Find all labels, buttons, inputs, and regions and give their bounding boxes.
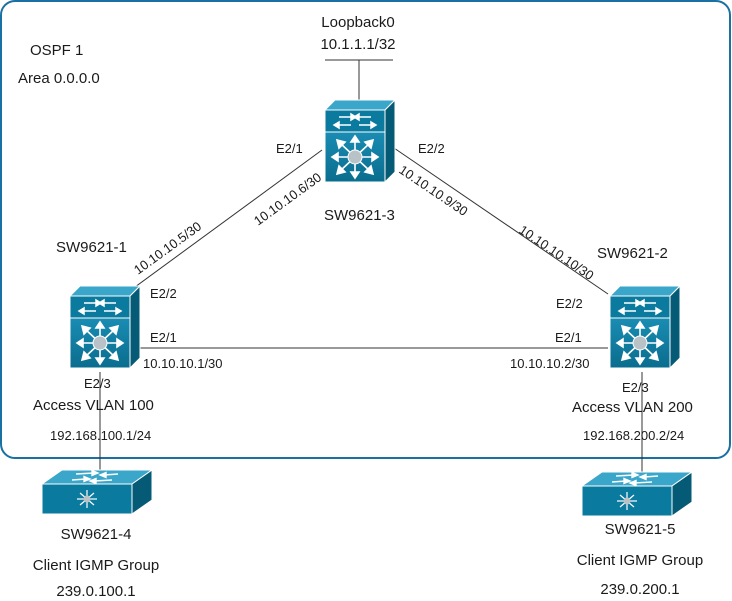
- sw9621-1-port-right: E2/1: [150, 330, 177, 345]
- sw9621-5-group: 239.0.200.1: [600, 581, 679, 598]
- sw9621-4-name: SW9621-4: [61, 526, 132, 543]
- sw9621-1-port-down: E2/3: [84, 376, 111, 391]
- sw9621-2-name: SW9621-2: [597, 245, 668, 262]
- sw9621-5-layer2-switch-icon: [581, 471, 693, 517]
- sw9621-1-port-up: E2/2: [150, 286, 177, 301]
- sw9621-1-ip-right: 10.10.10.1/30: [143, 356, 223, 371]
- sw9621-3-port-left: E2/1: [276, 141, 303, 156]
- sw9621-2-port-down: E2/3: [622, 380, 649, 395]
- link-sw3-sw2: [393, 147, 609, 295]
- link-sw1-sw3: [119, 149, 323, 299]
- sw9621-1-nexus-switch-icon: [69, 285, 141, 369]
- sw9621-2-nexus-switch-icon: [609, 285, 681, 369]
- sw9621-4-role: Client IGMP Group: [33, 557, 159, 574]
- sw9621-3-ip-left: 10.10.10.6/30: [251, 170, 324, 229]
- sw9621-3-ip-right: 10.10.10.9/30: [396, 162, 470, 219]
- sw9621-2-port-left: E2/1: [555, 330, 582, 345]
- sw9621-1-ip-up: 10.10.10.5/30: [131, 219, 204, 278]
- ospf-area-boundary: [0, 0, 731, 459]
- sw9621-1-name: SW9621-1: [56, 239, 127, 256]
- sw9621-1-vlan: Access VLAN 100: [33, 397, 154, 414]
- ospf-process-label: OSPF 1: [30, 42, 83, 59]
- sw9621-3-port-right: E2/2: [418, 141, 445, 156]
- loopback-name: Loopback0: [321, 14, 394, 31]
- sw9621-5-name: SW9621-5: [605, 521, 676, 538]
- sw9621-2-vlan: Access VLAN 200: [572, 399, 693, 416]
- loopback-address: 10.1.1.1/32: [320, 36, 395, 53]
- sw9621-2-ip-up: 10.10.10.10/30: [516, 222, 596, 283]
- sw9621-4-layer2-switch-icon: [41, 469, 153, 515]
- sw9621-2-port-up: E2/2: [556, 296, 583, 311]
- sw9621-3-name: SW9621-3: [324, 207, 395, 224]
- sw9621-3-nexus-switch-icon: [324, 99, 396, 183]
- sw9621-2-ip-left: 10.10.10.2/30: [510, 356, 590, 371]
- sw9621-2-ip-vlan: 192.168.200.2/24: [583, 428, 684, 443]
- sw9621-1-ip-vlan: 192.168.100.1/24: [50, 428, 151, 443]
- ospf-area-label: Area 0.0.0.0: [18, 70, 100, 87]
- sw9621-5-role: Client IGMP Group: [577, 552, 703, 569]
- sw9621-4-group: 239.0.100.1: [56, 583, 135, 600]
